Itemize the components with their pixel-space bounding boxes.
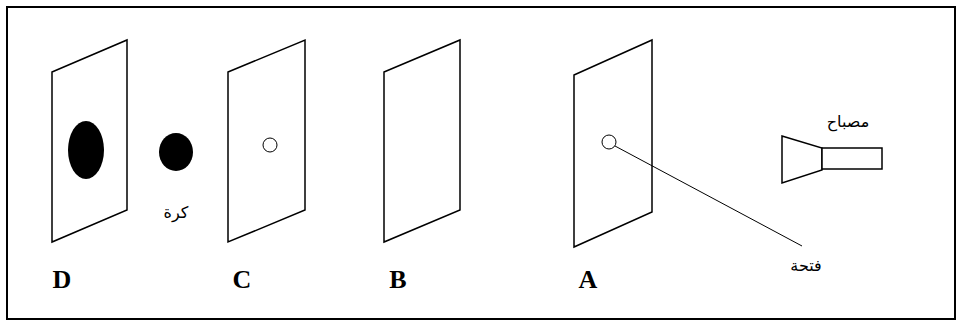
- ball: [159, 133, 193, 171]
- lamp-head: [782, 136, 822, 183]
- lamp-handle: [822, 148, 882, 169]
- hole: [263, 138, 277, 152]
- screen-c: [228, 40, 305, 242]
- screen-letter: D: [53, 266, 72, 295]
- leader-line: [615, 146, 802, 246]
- screen-letter: A: [579, 266, 598, 295]
- frame-border: [7, 7, 955, 319]
- lamp-label: مصباح: [827, 113, 869, 131]
- screen-letter: B: [389, 266, 406, 295]
- screen-b: [384, 40, 460, 242]
- hole-label: فتحة: [790, 257, 821, 275]
- ball-label: كرة: [164, 204, 189, 222]
- screen-a: [574, 40, 652, 247]
- screen-d: [52, 40, 127, 242]
- screen-letter: C: [233, 266, 252, 295]
- shadow: [68, 121, 104, 179]
- hole: [602, 135, 616, 149]
